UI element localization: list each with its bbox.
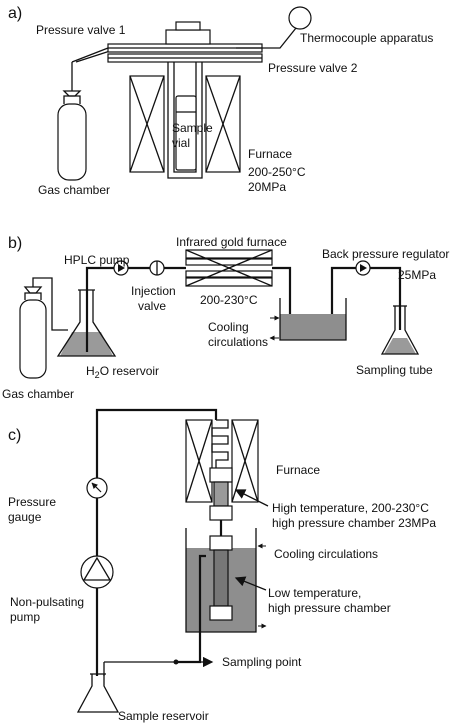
feed-line	[85, 266, 114, 352]
sample-vial	[175, 95, 197, 171]
main-supply-line	[95, 408, 218, 676]
high-temp-label-2: high pressure chamber 23MPa	[272, 516, 436, 530]
cooling-label-2: circulations	[208, 335, 268, 349]
sample-label: Sample	[172, 121, 213, 135]
gas-chamber-cylinder-a	[57, 62, 87, 181]
bpr-label: Back pressure regulator	[322, 247, 449, 261]
thermocouple-line	[236, 27, 297, 49]
sample-reservoir-label: Sample reservoir	[118, 709, 209, 723]
infrared-gold-furnace	[185, 249, 273, 287]
temp-label-b: 200-230°C	[200, 293, 258, 307]
pressure-gauge-label-2: gauge	[8, 510, 42, 524]
panel-a: a)	[8, 5, 433, 197]
thermocouple-dial	[288, 6, 312, 30]
bpr-pressure-label: 25MPa	[398, 268, 436, 282]
furnace-coil-left-c	[185, 419, 213, 503]
sampling-tube-flask	[380, 305, 420, 355]
low-temp-leader-arrow	[234, 576, 267, 591]
cooling-label-1: Cooling	[208, 320, 249, 334]
furnace-coil-right-a	[205, 75, 241, 173]
back-pressure-regulator	[355, 260, 371, 276]
furnace-coil-left-a	[129, 75, 165, 173]
hplc-pump-label: HPLC pump	[64, 253, 130, 267]
panel-b-tag: b)	[8, 235, 22, 252]
furnace-label-c: Furnace	[276, 463, 320, 477]
panel-b: b)	[2, 235, 449, 401]
pump-label-2: pump	[10, 610, 40, 624]
sample-reservoir-flask	[76, 673, 120, 713]
injection-valve	[149, 260, 165, 276]
panel-c: c)	[8, 408, 436, 723]
reactor-vessel-a	[167, 62, 203, 179]
high-temp-label-1: High temperature, 200-230°C	[272, 501, 429, 515]
cooling-label-c: Cooling circulations	[274, 547, 378, 561]
gas-chamber-label-b: Gas chamber	[2, 387, 74, 401]
sampling-point-label: Sampling point	[222, 655, 302, 669]
panel-a-tag: a)	[8, 5, 22, 22]
temp-label-a: 200-250°C	[248, 165, 306, 179]
injection-label-2: valve	[138, 299, 166, 313]
sampling-tube-label: Sampling tube	[356, 363, 433, 377]
furnace-coil-right-c	[231, 419, 259, 503]
gas-line-b	[32, 277, 68, 331]
sampling-line	[370, 266, 402, 330]
pressure-gauge	[86, 477, 108, 499]
vial-label: vial	[172, 136, 190, 150]
furnace-label-a: Furnace	[248, 147, 292, 161]
pressure-gauge-label-1: Pressure	[8, 495, 56, 509]
reactor-head-a	[107, 21, 263, 63]
high-temp-chamber	[209, 467, 233, 521]
high-temp-leader-arrow	[234, 489, 269, 507]
pump-label-1: Non-pulsating	[10, 595, 84, 609]
preheat-coil	[211, 419, 229, 468]
low-temp-label-1: Low temperature,	[268, 586, 361, 600]
non-pulsating-pump	[80, 555, 114, 589]
thermocouple-label: Thermocouple apparatus	[300, 31, 433, 45]
gas-line-a	[71, 47, 109, 63]
low-temp-label-2: high pressure chamber	[268, 601, 391, 615]
pressure-valve-1-label: Pressure valve 1	[36, 23, 126, 37]
injection-label-1: Injection	[131, 284, 176, 298]
gas-chamber-cylinder-b	[19, 282, 47, 379]
panel-c-tag: c)	[8, 427, 21, 444]
low-temp-chamber	[209, 535, 233, 621]
hplc-pump-b	[113, 260, 129, 276]
cooling-bath-b	[269, 298, 347, 341]
gas-chamber-label-a: Gas chamber	[38, 183, 110, 197]
pressure-label-a: 20MPa	[248, 180, 286, 194]
h2o-reservoir-label: H2O reservoir	[86, 364, 159, 380]
infrared-furnace-label: Infrared gold furnace	[176, 235, 287, 249]
pressure-valve-2-label: Pressure valve 2	[268, 61, 358, 75]
